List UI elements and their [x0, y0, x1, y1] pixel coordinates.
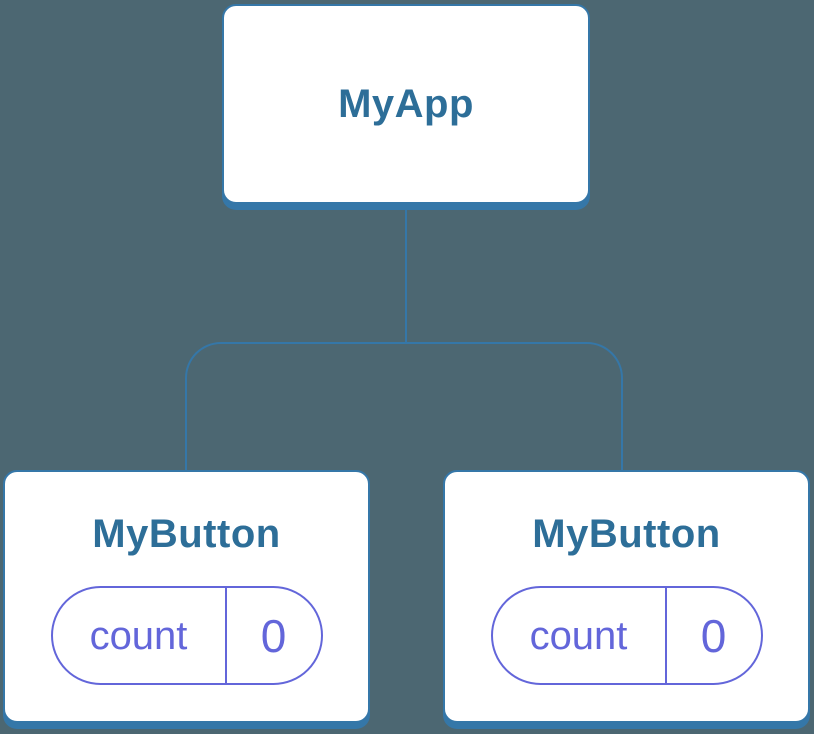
- tree-node-root: MyApp: [222, 4, 590, 204]
- state-key-label: count: [493, 588, 667, 683]
- connector-stem-line: [405, 209, 407, 343]
- connector-branch-bracket: [185, 342, 623, 470]
- root-node-label: MyApp: [338, 82, 474, 126]
- state-pill: count 0: [50, 586, 323, 685]
- child-node-label: MyButton: [92, 512, 281, 556]
- tree-node-child-left: MyButton count 0: [3, 470, 370, 723]
- state-key-label: count: [53, 588, 227, 683]
- child-node-label: MyButton: [532, 512, 721, 556]
- tree-node-child-right: MyButton count 0: [443, 470, 810, 723]
- state-value: 0: [700, 609, 727, 662]
- state-value: 0: [260, 609, 287, 662]
- state-pill: count 0: [490, 586, 763, 685]
